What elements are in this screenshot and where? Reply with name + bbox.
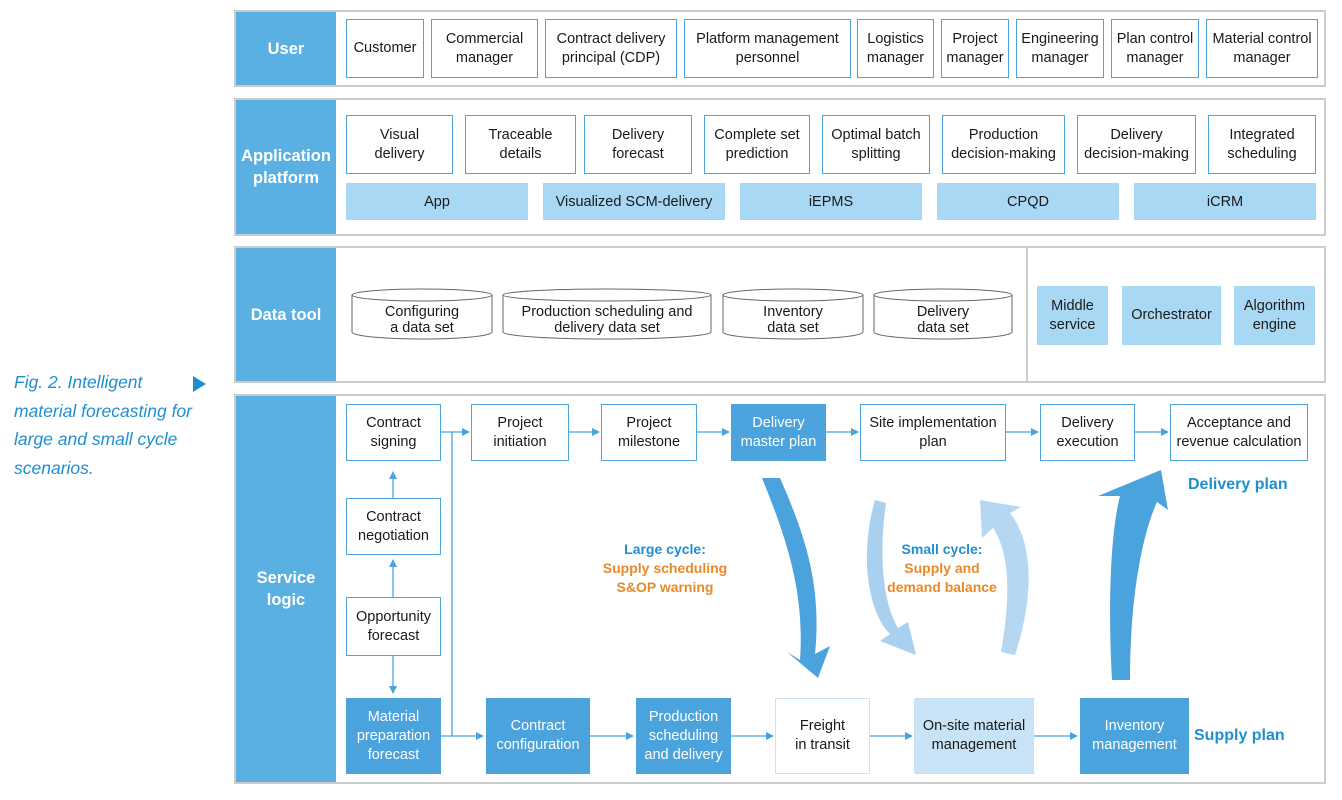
system-cpqd: CPQD bbox=[937, 183, 1119, 220]
data-tool-divider bbox=[1026, 248, 1028, 381]
app-visual-delivery: Visual delivery bbox=[346, 115, 453, 174]
freight-in-transit: Freight in transit bbox=[775, 698, 870, 774]
user-platform-management: Platform management personnel bbox=[684, 19, 851, 78]
site-implementation-plan: Site implementation plan bbox=[860, 404, 1006, 461]
app-delivery-forecast: Delivery forecast bbox=[584, 115, 692, 174]
app-delivery-decision: Delivery decision-making bbox=[1077, 115, 1196, 174]
delivery-plan-label: Delivery plan bbox=[1188, 476, 1288, 493]
app-optimal-batch-splitting: Optimal batch splitting bbox=[822, 115, 930, 174]
system-iepms: iEPMS bbox=[740, 183, 922, 220]
user-plan-control-manager: Plan control manager bbox=[1111, 19, 1199, 78]
acceptance-revenue: Acceptance and revenue calculation bbox=[1170, 404, 1308, 461]
system-icrm: iCRM bbox=[1134, 183, 1316, 220]
dataset-production-scheduling: Production scheduling and delivery data … bbox=[502, 288, 712, 340]
application-layer-label: Application platform bbox=[236, 100, 336, 234]
small-cycle-up-arrow bbox=[980, 500, 1029, 655]
onsite-material-management: On-site material management bbox=[914, 698, 1034, 774]
dataset-inventory: Inventory data set bbox=[722, 288, 864, 340]
app-traceable-details: Traceable details bbox=[465, 115, 576, 174]
data-tool-layer-label: Data tool bbox=[236, 248, 336, 381]
engine-orchestrator: Orchestrator bbox=[1122, 286, 1221, 345]
production-scheduling-delivery: Production scheduling and delivery bbox=[636, 698, 731, 774]
material-preparation-forecast: Material preparation forecast bbox=[346, 698, 441, 774]
small-cycle-down-arrow bbox=[866, 500, 916, 655]
inventory-management: Inventory management bbox=[1080, 698, 1189, 774]
caption-pointer-icon bbox=[193, 376, 206, 392]
system-visualized-scm: Visualized SCM-delivery bbox=[543, 183, 725, 220]
service-logic-layer-label: Service logic bbox=[236, 396, 336, 782]
engine-algorithm: Algorithm engine bbox=[1234, 286, 1315, 345]
user-logistics-manager: Logistics manager bbox=[857, 19, 934, 78]
contract-configuration: Contract configuration bbox=[486, 698, 590, 774]
user-customer: Customer bbox=[346, 19, 424, 78]
dataset-delivery: Delivery data set bbox=[873, 288, 1013, 340]
user-engineering-manager: Engineering manager bbox=[1016, 19, 1104, 78]
user-commercial-manager: Commercial manager bbox=[431, 19, 538, 78]
supply-plan-label: Supply plan bbox=[1194, 727, 1285, 744]
user-cdp: Contract delivery principal (CDP) bbox=[545, 19, 677, 78]
project-milestone: Project milestone bbox=[601, 404, 697, 461]
user-layer-label: User bbox=[236, 12, 336, 85]
user-project-manager: Project manager bbox=[941, 19, 1009, 78]
dataset-configuring: Configuring a data set bbox=[351, 288, 493, 340]
contract-negotiation: Contract negotiation bbox=[346, 498, 441, 555]
contract-signing: Contract signing bbox=[346, 404, 441, 461]
large-cycle-arrow bbox=[762, 478, 830, 678]
database-cylinder-icon bbox=[351, 288, 493, 340]
small-cycle-text: Small cycle: Supply and demand balance bbox=[887, 541, 997, 595]
delivery-execution: Delivery execution bbox=[1040, 404, 1135, 461]
app-complete-set-prediction: Complete set prediction bbox=[704, 115, 810, 174]
large-cycle-text: Large cycle: Supply scheduling S&OP warn… bbox=[602, 541, 728, 595]
app-integrated-scheduling: Integrated scheduling bbox=[1208, 115, 1316, 174]
inventory-feedback-arrow bbox=[1098, 470, 1168, 680]
project-initiation: Project initiation bbox=[471, 404, 569, 461]
database-cylinder-icon bbox=[502, 288, 712, 340]
figure-caption: Fig. 2. Intelligent material forecasting… bbox=[14, 372, 192, 478]
user-material-control-manager: Material control manager bbox=[1206, 19, 1318, 78]
opportunity-forecast: Opportunity forecast bbox=[346, 597, 441, 656]
database-cylinder-icon bbox=[873, 288, 1013, 340]
engine-middle-service: Middle service bbox=[1037, 286, 1108, 345]
database-cylinder-icon bbox=[722, 288, 864, 340]
app-production-decision: Production decision-making bbox=[942, 115, 1065, 174]
system-app: App bbox=[346, 183, 528, 220]
delivery-master-plan: Delivery master plan bbox=[731, 404, 826, 461]
